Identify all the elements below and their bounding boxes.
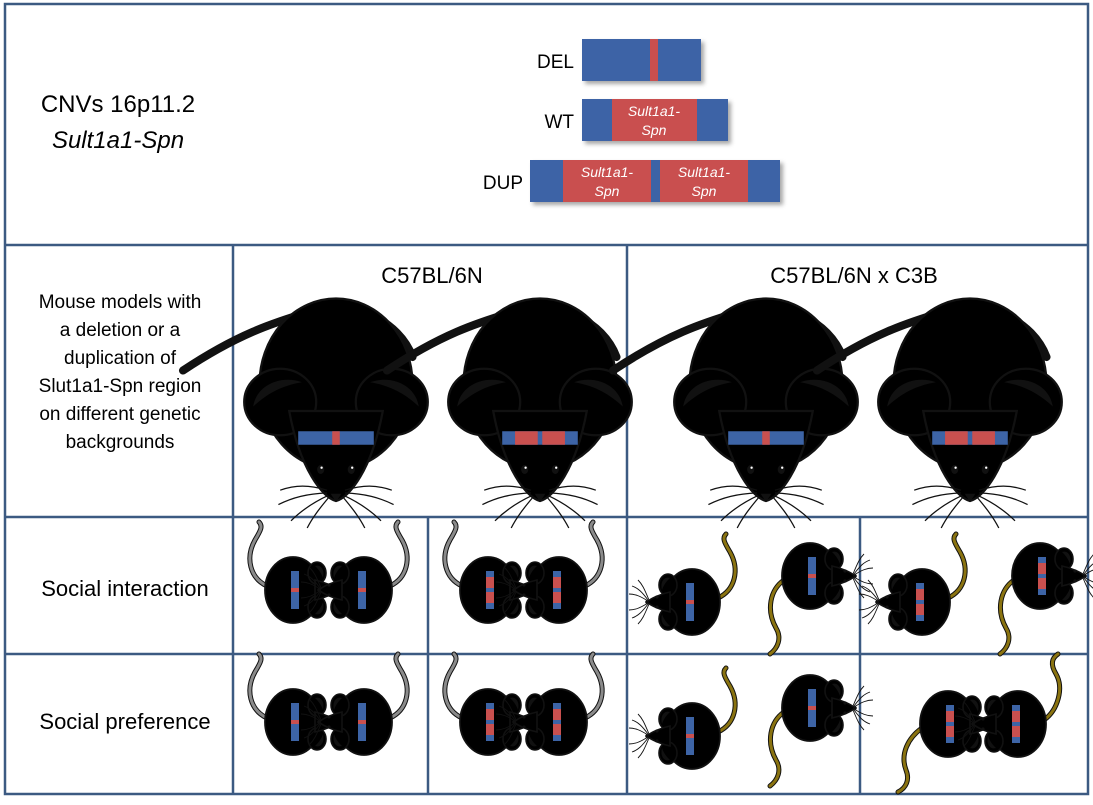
sp-c3b-del-mouse-right bbox=[767, 674, 874, 789]
del-chromosome-bar bbox=[728, 431, 804, 445]
grid-frame bbox=[3, 2, 1090, 796]
si-b6-del-mouse-left bbox=[247, 519, 357, 624]
del-label: DEL bbox=[537, 52, 574, 73]
models-label-line-1: a deletion or a bbox=[60, 320, 181, 341]
dup-chromosome-bar bbox=[916, 583, 924, 621]
sp-b6-del-mouse-right bbox=[300, 651, 410, 756]
background-b-title: C57BL/6N x C3B bbox=[770, 263, 938, 288]
dup-chromosome-bar bbox=[553, 703, 561, 741]
dup-chromosome bbox=[530, 160, 780, 202]
cnv-title-line1: CNVs 16p11.2 bbox=[41, 91, 195, 118]
wt-label: WT bbox=[544, 112, 574, 133]
wt-gene-line1: Sult1a1- bbox=[628, 103, 680, 119]
sp-c3b-dup-mouse-left bbox=[895, 690, 1012, 795]
models-mice bbox=[183, 299, 1062, 529]
models-label-line-2: duplication of bbox=[64, 348, 177, 369]
tests-mice bbox=[247, 519, 1093, 795]
wt-gene-line2: Spn bbox=[642, 122, 667, 138]
dup-chromosome-bar bbox=[486, 571, 494, 609]
del-chromosome-bar bbox=[291, 703, 299, 741]
cnv-title-line2: Sult1a1-Spn bbox=[52, 127, 184, 154]
si-c3b-dup-mouse-left bbox=[858, 531, 968, 636]
sp-c3b-del-mouse-left bbox=[628, 665, 738, 770]
dup-chromosome-bar bbox=[1038, 557, 1046, 595]
dup-chromosome-bar bbox=[486, 703, 494, 741]
si-b6-dup-mouse-left bbox=[442, 519, 552, 624]
social-interaction-label: Social interaction bbox=[41, 576, 209, 601]
dup-gene2-line2: Spn bbox=[692, 183, 717, 199]
dup-chromosome-bar bbox=[932, 431, 1008, 445]
si-c3b-del-mouse-right bbox=[767, 542, 874, 657]
mouse-b6-dup bbox=[387, 299, 632, 529]
si-c3b-del-mouse-left bbox=[628, 531, 738, 636]
dup-chromosome-bar bbox=[1012, 705, 1020, 743]
del-chromosome-bar bbox=[298, 431, 374, 445]
sp-b6-dup-mouse-left bbox=[442, 651, 552, 756]
del-chromosome-bar bbox=[808, 557, 816, 595]
wt-chromosome bbox=[582, 99, 728, 141]
del-chromosome-bar bbox=[358, 571, 366, 609]
del-chromosome bbox=[582, 39, 701, 81]
dup-gene1-line1: Sult1a1- bbox=[581, 164, 633, 180]
dup-chromosome-bar bbox=[502, 431, 578, 445]
models-label-line-4: on different genetic bbox=[39, 404, 200, 425]
dup-label: DUP bbox=[483, 173, 523, 194]
models-label-line-0: Mouse models with bbox=[39, 292, 202, 313]
dup-chromosome-bar bbox=[553, 571, 561, 609]
del-chromosome-bar bbox=[686, 717, 694, 755]
background-a-title: C57BL/6N bbox=[381, 263, 483, 288]
mouse-b6-del bbox=[183, 299, 428, 529]
mouse-c3b-dup bbox=[817, 299, 1062, 529]
social-preference-label: Social preference bbox=[39, 709, 210, 734]
dup-gene2-line1: Sult1a1- bbox=[678, 164, 730, 180]
dup-chromosome-bar bbox=[946, 705, 954, 743]
si-c3b-dup-mouse-right bbox=[997, 542, 1093, 657]
si-b6-del-mouse-right bbox=[300, 519, 410, 624]
sp-b6-dup-mouse-right bbox=[495, 651, 605, 756]
sp-c3b-dup-mouse-right bbox=[954, 651, 1062, 758]
del-chromosome-bar bbox=[808, 689, 816, 727]
del-chromosome-bar bbox=[291, 571, 299, 609]
dup-gene1-line2: Spn bbox=[595, 183, 620, 199]
outer-border bbox=[3, 2, 1090, 796]
models-label: Mouse models with a deletion or a duplic… bbox=[39, 292, 202, 453]
si-b6-dup-mouse-right bbox=[495, 519, 605, 624]
sp-b6-del-mouse-left bbox=[247, 651, 357, 756]
del-chromosome-bar bbox=[358, 703, 366, 741]
mouse-c3b-del bbox=[613, 299, 858, 529]
models-label-line-3: Slut1a1-Spn region bbox=[39, 376, 202, 397]
models-label-line-5: backgrounds bbox=[66, 432, 175, 453]
del-chromosome-bar bbox=[686, 583, 694, 621]
